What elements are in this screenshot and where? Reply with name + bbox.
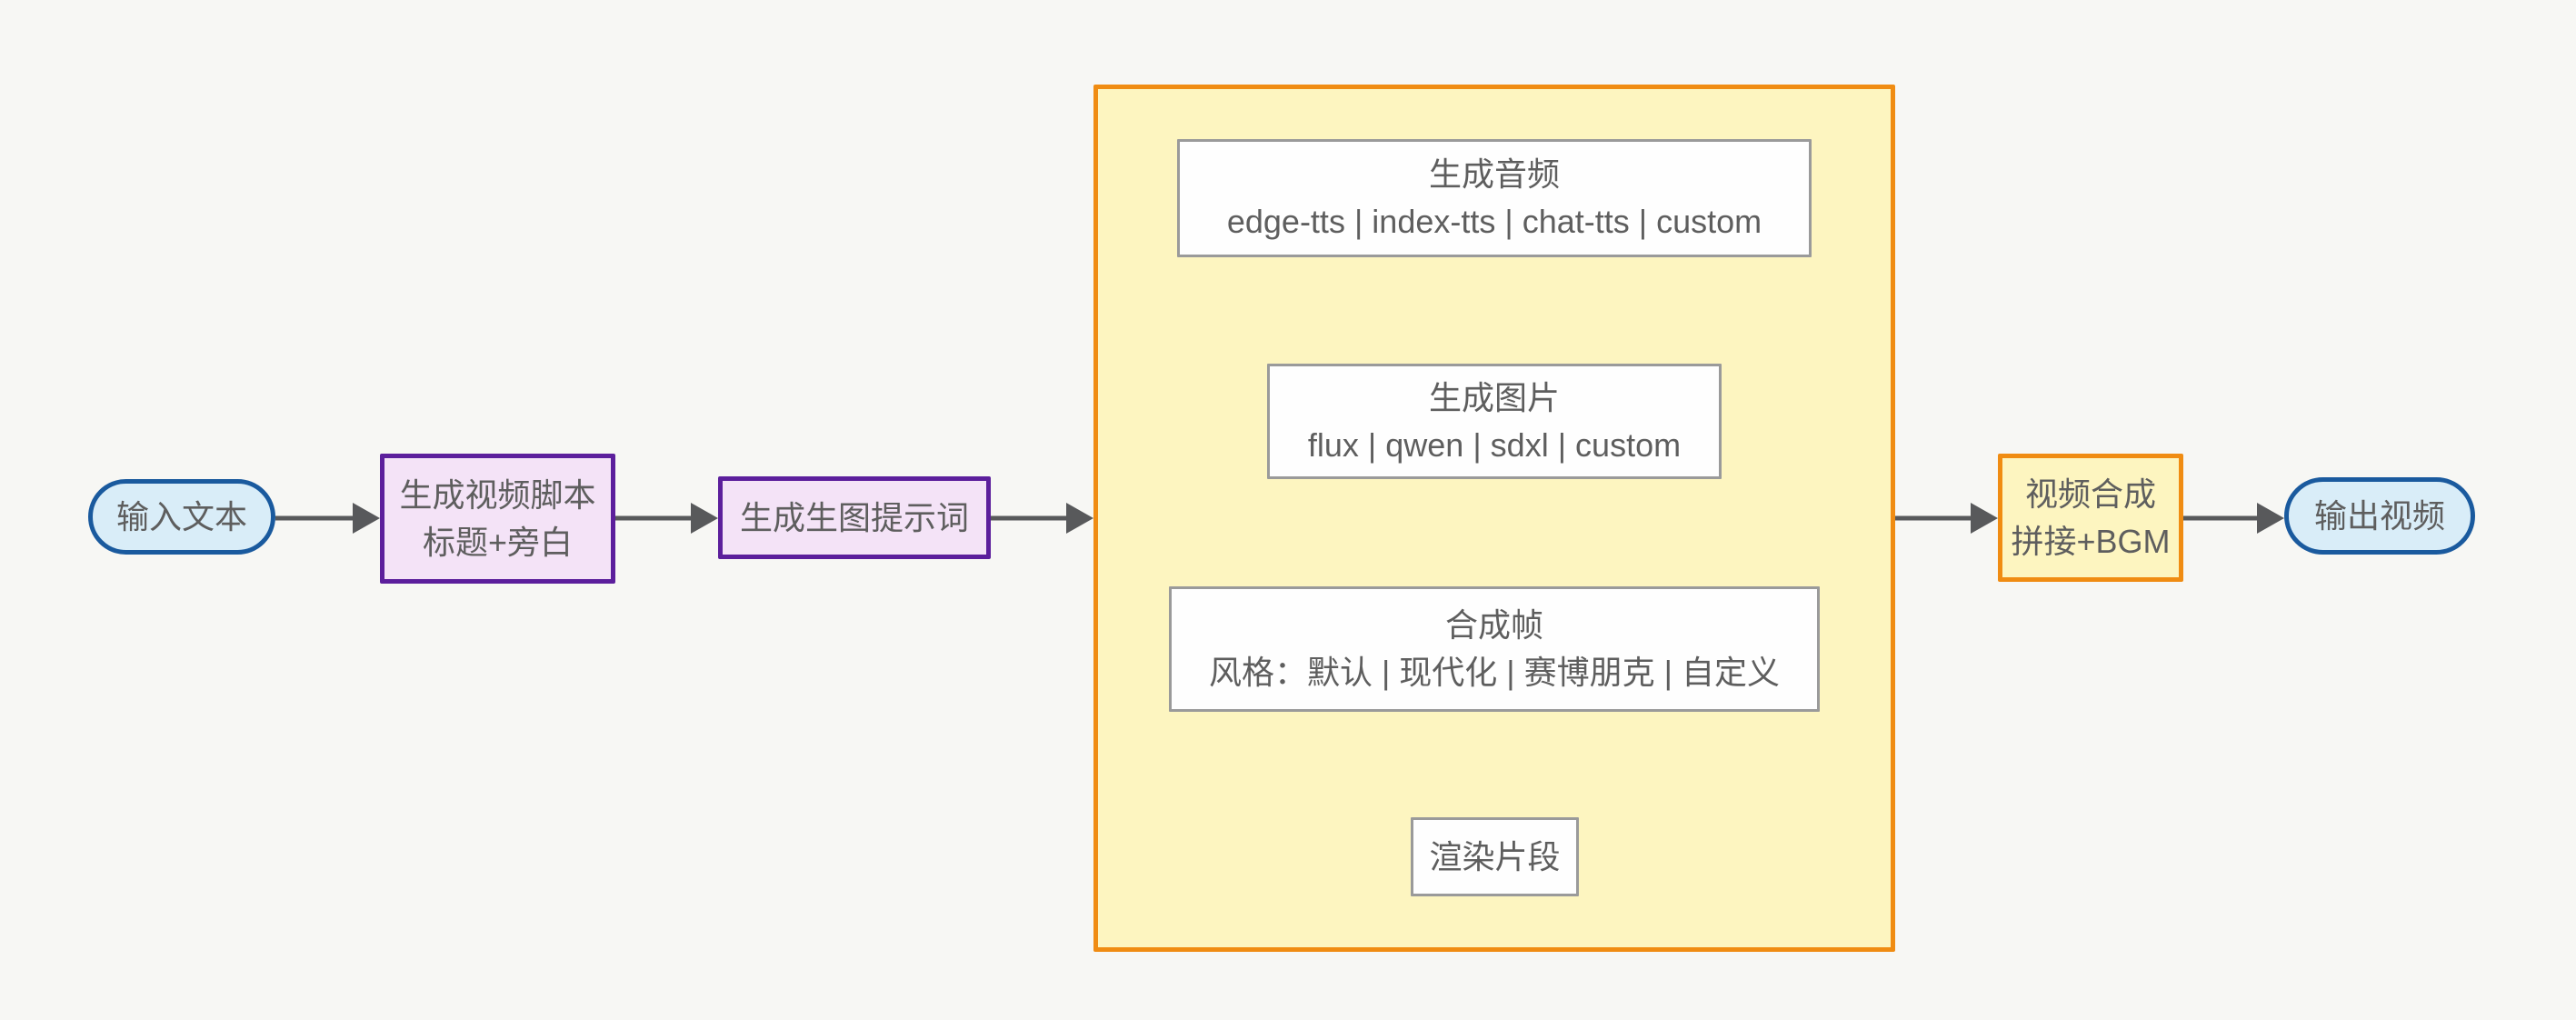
generate-audio-node: 生成音频 edge-tts | index-tts | chat-tts | c… [1177,139,1812,257]
output-video-label: 输出视频 [2313,496,2445,535]
compose-frame-title: 合成帧 [1444,606,1543,644]
video-compose-subtitle: 拼接+BGM [2011,522,2171,560]
input-text-label: 输入文本 [115,497,247,535]
arrow-script-to-prompt [615,503,718,534]
arrow-input-to-script [275,503,380,534]
input-text-node: 输入文本 [88,479,275,555]
arrow-pipeline-to-compose [1895,503,1998,534]
generate-script-node: 生成视频脚本 标题+旁白 [380,454,615,584]
generate-image-options: flux | qwen | sdxl | custom [1307,425,1682,464]
output-video-node: 输出视频 [2284,477,2475,555]
generate-prompt-node: 生成生图提示词 [718,476,991,559]
render-segment-label: 渲染片段 [1429,837,1561,875]
generate-image-node: 生成图片 flux | qwen | sdxl | custom [1267,364,1722,479]
generate-prompt-label: 生成生图提示词 [739,498,969,536]
video-compose-node: 视频合成 拼接+BGM [1998,454,2183,582]
arrow-prompt-to-pipeline [991,503,1093,534]
video-compose-title: 视频合成 [2024,475,2156,513]
generate-script-subtitle: 标题+旁白 [422,523,574,561]
generate-audio-title: 生成音频 [1428,155,1560,193]
compose-frame-node: 合成帧 风格：默认 | 现代化 | 赛博朋克 | 自定义 [1169,586,1820,712]
generate-image-title: 生成图片 [1428,378,1560,416]
arrow-compose-to-output [2183,503,2284,534]
generate-audio-options: edge-tts | index-tts | chat-tts | custom [1226,203,1762,240]
render-segment-node: 渲染片段 [1411,817,1579,896]
compose-frame-options: 风格：默认 | 现代化 | 赛博朋克 | 自定义 [1208,654,1781,691]
generate-script-title: 生成视频脚本 [399,475,596,514]
